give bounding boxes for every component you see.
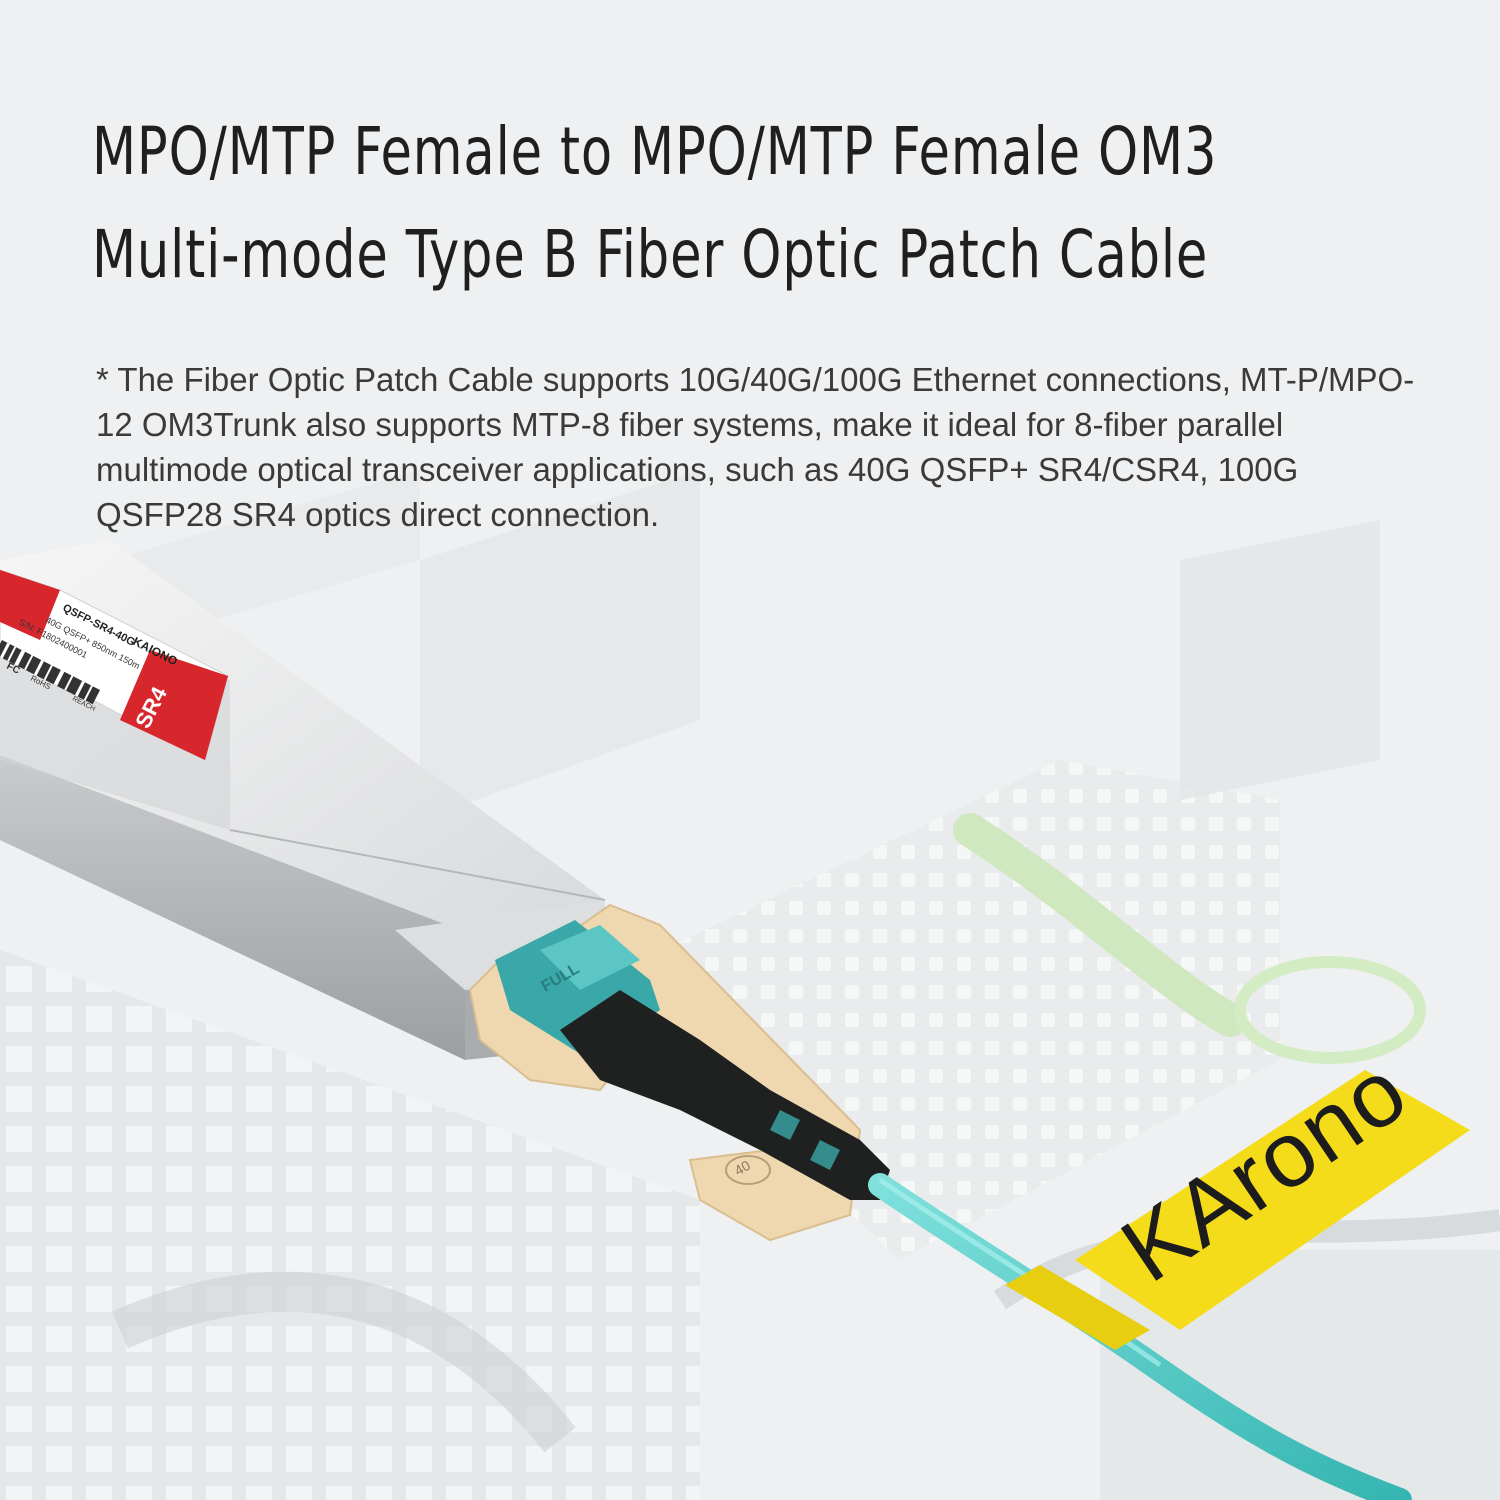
mpo-connector: 40 FULL bbox=[468, 903, 890, 1242]
page-title: MPO/MTP Female to MPO/MTP Female OM3 Mul… bbox=[92, 100, 1236, 306]
product-description: * The Fiber Optic Patch Cable supports 1… bbox=[96, 361, 1415, 533]
title-line-2: Multi-mode Type B Fiber Optic Patch Cabl… bbox=[92, 216, 1209, 293]
title-line-1: MPO/MTP Female to MPO/MTP Female OM3 bbox=[92, 113, 1218, 190]
boot-text: 40 bbox=[732, 1157, 754, 1179]
label-cert-fc: FC bbox=[5, 661, 22, 677]
